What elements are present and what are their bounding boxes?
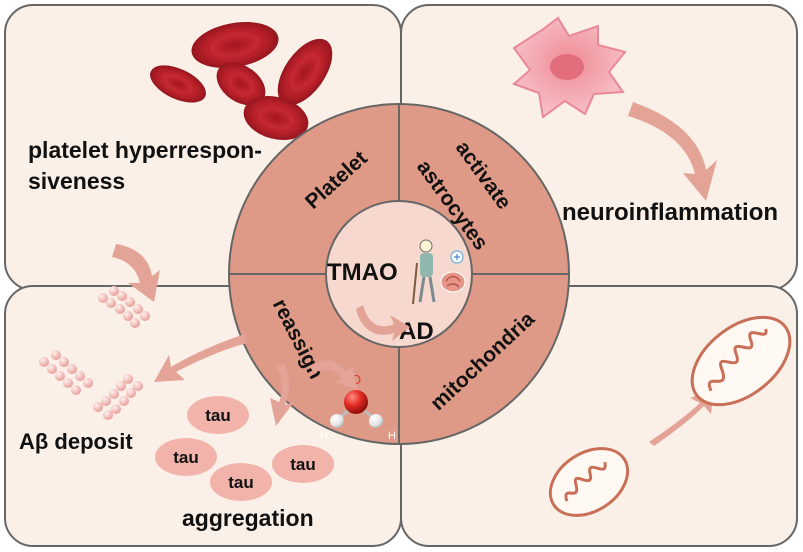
red-blood-cells-icon [150, 22, 333, 141]
tau-label-1: tau [205, 406, 231, 425]
red-blood-cell-5 [243, 95, 309, 141]
reassign-to-amyloid-arrow [154, 334, 247, 382]
red-blood-cell-3 [216, 62, 266, 106]
tau-oval-3 [210, 463, 272, 501]
person-left-leg [418, 276, 426, 303]
brain-shape [440, 271, 466, 293]
tau-label-2: tau [173, 448, 199, 467]
mitochondria-icon [548, 315, 792, 517]
astrocyte-nucleus [550, 54, 584, 80]
red-blood-cell-2 [150, 65, 206, 103]
hydrogen-right-label: H [388, 430, 396, 442]
tmao-to-ad-arrow [356, 305, 410, 341]
tau-label-4: tau [290, 455, 316, 474]
oxygen-label: O [351, 372, 361, 387]
hydrogen-left-label: H [320, 430, 328, 442]
medical-cross-icon-symbol [454, 254, 460, 260]
person-right-leg [428, 276, 436, 303]
amyloid-beta-deposit-label: Aβ deposit [19, 429, 133, 454]
hydrogen-atom-left [330, 414, 344, 428]
red-blood-cell-1 [191, 22, 279, 68]
mitochondrion-large [690, 315, 792, 407]
platelet-hyperresponsiveness-label-line-2: siveness [28, 168, 125, 194]
platelet-to-amyloid-arrow [112, 244, 160, 302]
tau-oval-1 [187, 396, 249, 434]
tau-oval-2 [155, 438, 217, 476]
brain-icon [440, 271, 466, 293]
mitochondrion-small [548, 447, 630, 517]
center-circle [228, 103, 570, 445]
hydrogen-atom-right [369, 414, 383, 428]
tau-protein-cluster: tau tau tau tau [155, 396, 334, 501]
amyloid-cluster-3 [93, 374, 143, 420]
tau-label-3: tau [228, 473, 254, 492]
neuroinflammation-label: neuroinflammation [562, 199, 778, 226]
red-blood-cell-4 [277, 38, 333, 106]
astrocyte-icon [512, 16, 627, 119]
ad-label: AD [399, 318, 434, 345]
amyloid-beta-icon [39, 286, 150, 420]
person-with-cane-icon [412, 239, 436, 305]
platelet-hyperresponsiveness-label-line-1: platelet hyperrespon- [28, 137, 262, 163]
walking-cane [412, 262, 418, 305]
aggregation-label: aggregation [182, 505, 314, 531]
mitochondria-arrow [649, 389, 714, 446]
reassign-to-tau-arrow [270, 364, 294, 426]
tau-oval-4 [272, 445, 334, 483]
brain-folds [445, 275, 461, 288]
person-head [419, 239, 433, 253]
amyloid-cluster-2 [39, 350, 93, 395]
amyloid-cluster-1 [98, 286, 150, 328]
reassign-to-water-arrow [310, 360, 357, 390]
oxygen-atom [344, 390, 368, 414]
astrocyte-to-neuroinflammation-arrow [628, 102, 717, 201]
tmao-label: TMAO [327, 259, 398, 286]
person-body [420, 253, 433, 277]
water-molecule-icon: O H H [320, 372, 396, 442]
